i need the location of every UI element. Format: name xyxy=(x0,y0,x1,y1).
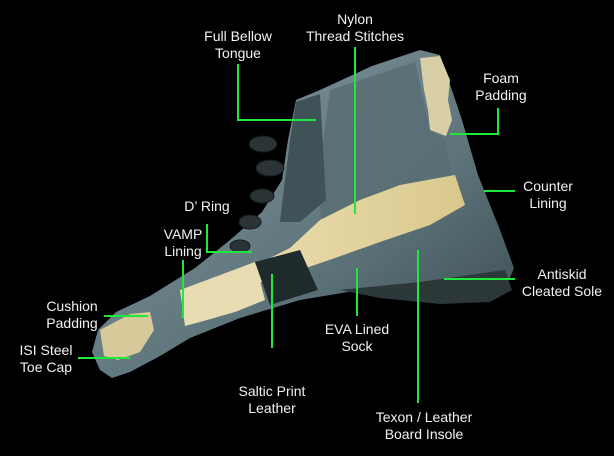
label-texon-leather-board-insole: Texon / Leather Board Insole xyxy=(375,409,473,442)
label-counter-lining: Counter Lining xyxy=(523,178,573,211)
vamp-panel xyxy=(180,262,265,326)
label-eva-lined-sock: EVA Lined Sock xyxy=(324,321,390,354)
leather-band xyxy=(255,250,318,305)
leader-full-bellow-tongue xyxy=(237,64,316,121)
label-nylon-thread-stitches: Nylon Thread Stitches xyxy=(305,11,405,44)
tongue-area xyxy=(280,94,326,222)
label-antiskid-cleated-sole: Antiskid Cleated Sole xyxy=(521,266,603,299)
label-cushion-padding: Cushion Padding xyxy=(46,298,98,331)
label-foam-padding: Foam Padding xyxy=(475,70,527,103)
label-isi-steel-toe-cap: ISI Steel Toe Cap xyxy=(19,342,73,375)
leader-foam-padding xyxy=(450,108,499,135)
leader-d-ring xyxy=(206,224,252,253)
d-rings xyxy=(229,135,285,253)
label-saltic-print-leather: Saltic Print Leather xyxy=(238,383,306,416)
label-full-bellow-tongue: Full Bellow Tongue xyxy=(204,28,272,61)
toe-cap-shape xyxy=(100,312,154,360)
foam-collar xyxy=(420,56,452,136)
leader-lines xyxy=(78,47,515,403)
label-d-ring: D’ Ring xyxy=(184,198,230,214)
label-vamp-lining: VAMP Lining xyxy=(163,226,203,259)
